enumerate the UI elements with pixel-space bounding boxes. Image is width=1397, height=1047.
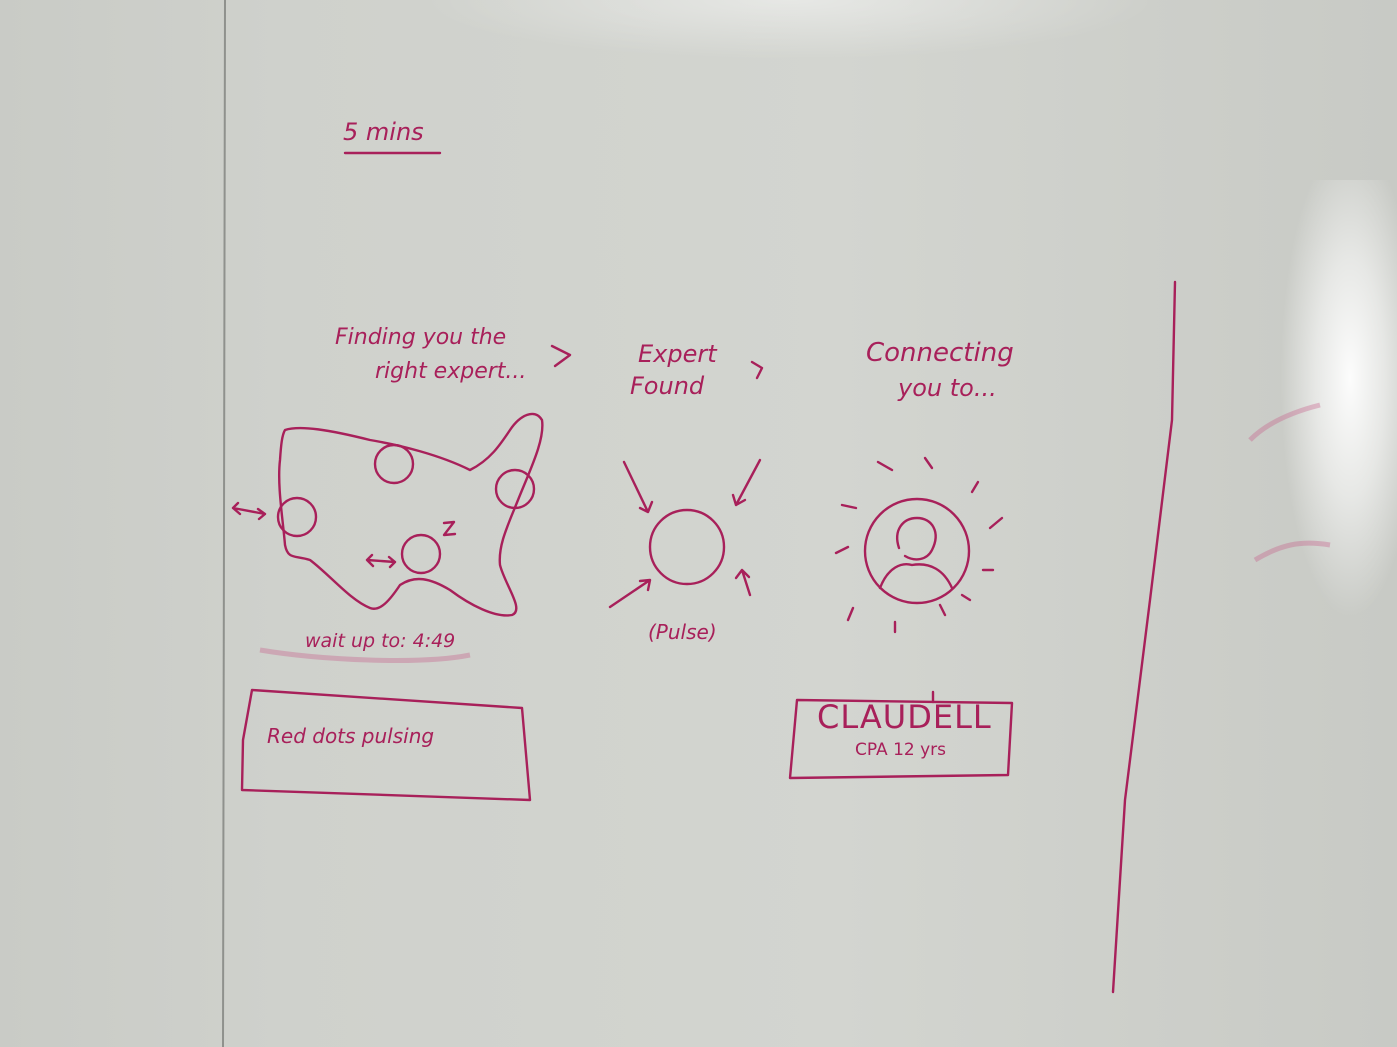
board-edge-left [222, 0, 226, 1047]
ray-6 [960, 593, 972, 602]
name-card-box [788, 698, 1014, 780]
map-dot-north [373, 443, 415, 485]
pulse-arrow-tr [731, 458, 762, 507]
arrow-right-1 [550, 344, 572, 368]
note-box-text: Red dots pulsing [267, 724, 435, 748]
avatar-head [896, 516, 937, 561]
pulse-arrow-bl [608, 578, 652, 609]
ray-1 [876, 460, 894, 472]
screen3-title-line2: you to... [898, 374, 997, 402]
avatar-circle [863, 497, 971, 605]
map-z-mark [442, 520, 457, 537]
map-arrow-west [231, 501, 267, 521]
ray-11 [840, 503, 858, 510]
ray-4 [988, 516, 1004, 530]
pulse-label: (Pulse) [648, 620, 717, 644]
ray-7 [938, 603, 947, 617]
expert-name: CLAUDELL [817, 698, 992, 736]
screen2-title-line1: Expert [638, 340, 717, 368]
wait-timer-label: wait up to: 4:49 [305, 630, 456, 652]
right-glare [1280, 180, 1397, 620]
expert-detail: CPA 12 yrs [855, 740, 947, 760]
ray-10 [834, 545, 850, 555]
map-dot-center [400, 533, 442, 575]
note-box [240, 688, 532, 802]
ray-3 [970, 480, 980, 494]
screen1-title-line1: Finding you the [335, 325, 507, 350]
pulse-arrow-tl [622, 460, 654, 514]
divider-line [1111, 280, 1177, 994]
top-glare [420, 0, 1160, 60]
map-dot-west [276, 496, 318, 538]
duration-label: 5 mins [343, 118, 424, 146]
us-map-outline [277, 412, 544, 617]
smudge-marks [259, 402, 1331, 663]
arrow-right-2 [750, 360, 764, 380]
avatar-shoulders [878, 563, 954, 590]
screen3-title-line1: Connecting [866, 338, 1014, 368]
map-dot-east [494, 468, 536, 510]
screen2-title-line2: Found [630, 372, 705, 400]
map-arrow-center [365, 553, 397, 569]
pulse-circle [648, 508, 726, 586]
screen1-title-line2: right expert... [375, 359, 527, 384]
pulse-arrow-br [734, 568, 752, 597]
ray-2 [923, 456, 934, 470]
ray-9 [846, 606, 855, 622]
